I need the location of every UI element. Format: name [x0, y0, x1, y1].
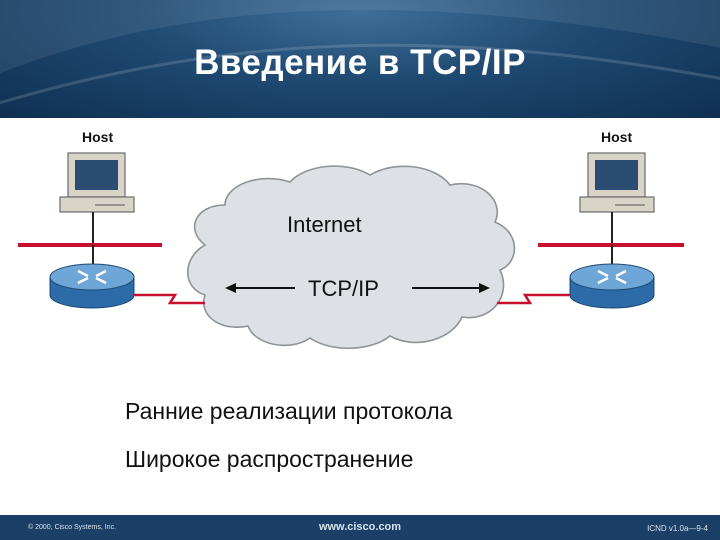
- protocol-label: TCP/IP: [308, 276, 379, 301]
- slide-reference: ICND v1.0a—9-4: [647, 524, 708, 533]
- slide-title: Введение в TCP/IP: [194, 43, 526, 82]
- header-banner: Введение в TCP/IP: [0, 0, 720, 118]
- left-arrow: [225, 283, 295, 293]
- website-link[interactable]: www.cisco.com: [318, 521, 402, 533]
- right-serial-link: [497, 293, 570, 305]
- right-router-icon: [569, 263, 655, 309]
- right-host-label: Host: [601, 129, 633, 145]
- right-host-computer: [579, 152, 655, 213]
- copyright-text: © 2000, Cisco Systems, Inc.: [28, 524, 117, 531]
- header-swoosh: [0, 0, 720, 105]
- internet-label: Internet: [287, 212, 362, 237]
- left-host-label: Host: [82, 129, 114, 145]
- footer-bar: © 2000, Cisco Systems, Inc. www.cisco.co…: [0, 515, 720, 540]
- bullet-item-2: Широкое распространение: [125, 446, 414, 472]
- left-host-computer: [59, 152, 135, 213]
- left-router-icon: [49, 263, 135, 309]
- left-serial-link: [134, 293, 205, 305]
- internet-cloud: [187, 165, 516, 350]
- bullet-item-1: Ранние реализации протокола: [125, 398, 453, 424]
- right-arrow: [412, 283, 490, 293]
